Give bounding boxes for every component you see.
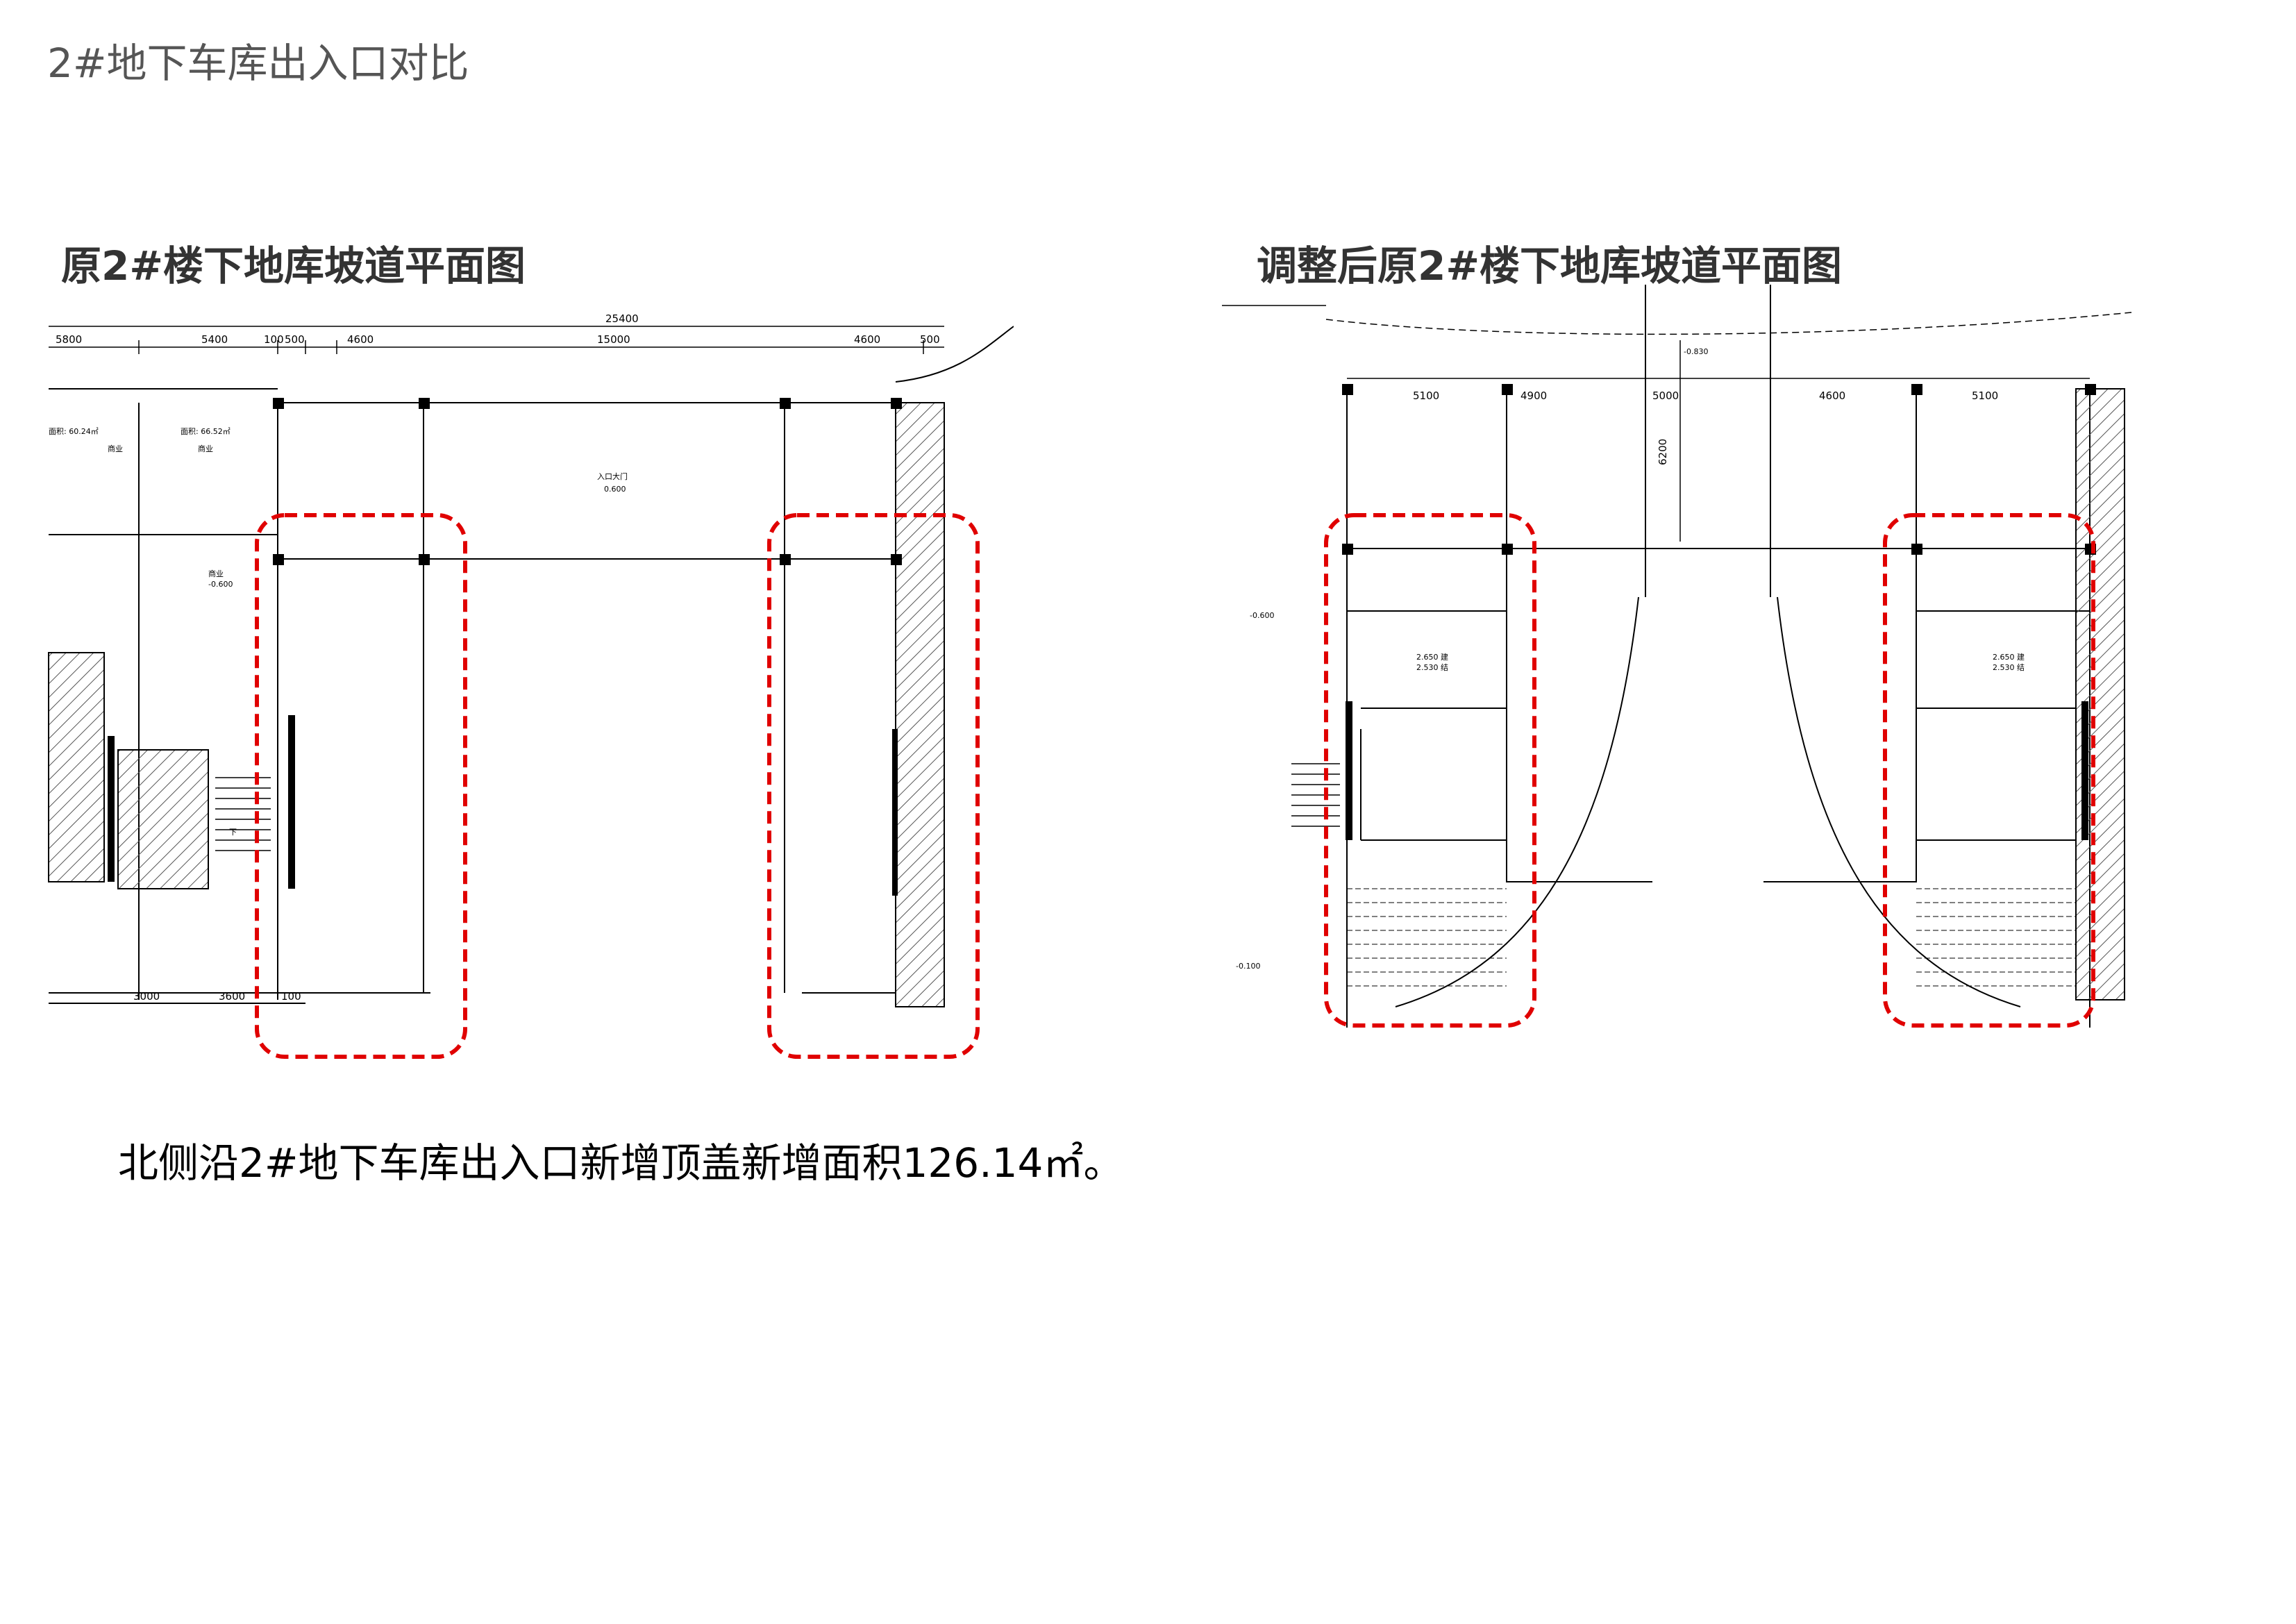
- right-retaining-wall: [2075, 388, 2125, 1001]
- right-stairs: [1291, 763, 1340, 827]
- left-plan-title: 原2#楼下地库坡道平面图: [61, 242, 526, 290]
- right-dim-6: 6200: [1657, 439, 1669, 465]
- left-stairs: [215, 777, 271, 851]
- dim-7: 4600: [854, 333, 880, 346]
- dim-4: 500: [285, 333, 305, 346]
- left-shop-label-3: 商业: [208, 569, 224, 578]
- left-columns: [108, 398, 902, 896]
- right-level-struct-1: 2.530 结: [1416, 663, 1448, 672]
- right-ramp-steps: [1347, 888, 2076, 987]
- right-plan-title: 调整后原2#楼下地库坡道平面图: [1257, 242, 1842, 290]
- left-highlight-entrance-2: [767, 513, 980, 1059]
- right-level-1: -0.830: [1684, 347, 1708, 356]
- left-shop-label-1: 商业: [108, 444, 123, 453]
- right-dimension-lines: [1222, 305, 2132, 542]
- left-dim-bottom-3: 100: [281, 990, 301, 1003]
- left-dim-bottom-2: 3600: [219, 990, 245, 1003]
- dim-3: 100: [264, 333, 284, 346]
- right-highlight-entrance-2: [1883, 513, 2095, 1028]
- left-entrance-label: 入口大门: [597, 471, 628, 481]
- left-retaining-wall: [895, 402, 945, 1007]
- left-shop-label-2: 商业: [198, 444, 213, 453]
- left-floor-plan: 25400 5800 5400 100 500 4600 15000 4600 …: [48, 312, 1014, 1059]
- right-level-arch-1: 2.650 建: [1416, 652, 1448, 662]
- right-level-3: -0.600: [1250, 611, 1274, 620]
- left-hatched-core: [48, 652, 105, 882]
- left-dim-bottom-1: 3000: [133, 990, 160, 1003]
- left-shop-level: -0.600: [208, 580, 233, 589]
- dim-2: 5400: [201, 333, 228, 346]
- left-area-1: 面积: 60.24㎡: [49, 427, 99, 436]
- right-dim-5: 5100: [1972, 390, 1998, 402]
- dim-1: 5800: [56, 333, 82, 346]
- dim-total: 25400: [605, 312, 639, 325]
- right-columns: [1342, 384, 2096, 840]
- left-dimension-lines: [49, 326, 944, 354]
- right-dim-3: 5000: [1652, 390, 1679, 402]
- right-dim-4: 4600: [1819, 390, 1845, 402]
- dim-6: 15000: [597, 333, 630, 346]
- left-hatched-shaft: [117, 749, 209, 889]
- right-level-struct-2: 2.530 结: [1993, 663, 2025, 672]
- right-level-arch-2: 2.650 建: [1993, 652, 2025, 662]
- left-area-2: 面积: 66.52㎡: [181, 427, 231, 436]
- right-highlight-entrance-1: [1324, 513, 1536, 1028]
- right-floor-plan: 5100 4900 5000 4600 5100 6200: [1222, 285, 2132, 1028]
- dim-8: 500: [920, 333, 940, 346]
- caption: 北侧沿2#地下车库出入口新增顶盖新增面积126.14㎡。: [118, 1139, 1124, 1187]
- left-down-label: 下: [229, 828, 237, 837]
- right-dim-2: 4900: [1520, 390, 1547, 402]
- left-highlight-entrance-1: [255, 513, 467, 1059]
- right-level-2: -0.100: [1236, 962, 1260, 971]
- left-entrance-level: 0.600: [604, 485, 626, 494]
- right-dim-1: 5100: [1413, 390, 1439, 402]
- page-title: 2#地下车库出入口对比: [47, 40, 469, 87]
- dim-5: 4600: [347, 333, 374, 346]
